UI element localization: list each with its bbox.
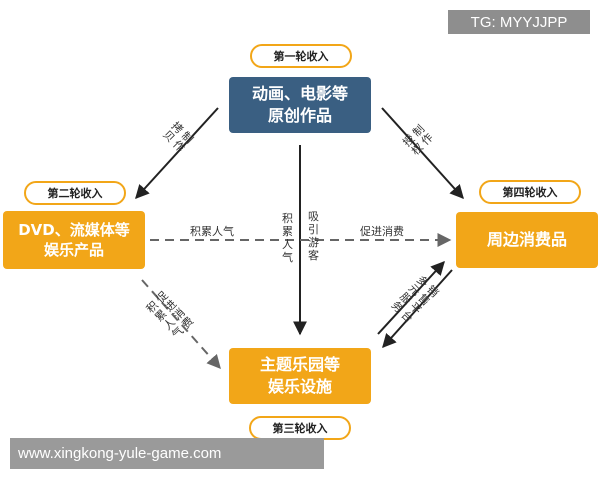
- node-theme-parks-line2: 娱乐设施: [267, 377, 332, 396]
- node-dvd-streaming-line1: DVD、流媒体等: [18, 220, 130, 239]
- node-theme-parks-line1: 主题乐园等: [259, 355, 340, 375]
- node-original-works-line1: 动画、电影等: [251, 84, 348, 104]
- footer-url-banner: www.xingkong-yule-game.com: [10, 438, 324, 469]
- edge-label-center-a: 积累人气: [282, 212, 293, 264]
- watermark-label: TG: MYYJJPP: [448, 10, 590, 34]
- arrow-top-to-left: [135, 107, 219, 200]
- round-4-pill: 第四轮收入: [479, 180, 581, 204]
- arrow-right-to-bottom: [382, 269, 453, 349]
- edge-label-center-b: 吸引游客: [308, 210, 319, 262]
- node-original-works-line2: 原创作品: [267, 106, 332, 125]
- round-2-pill: 第二轮收入: [24, 181, 126, 205]
- round-3-pill: 第三轮收入: [249, 416, 351, 440]
- node-original-works: 动画、电影等 原创作品: [229, 77, 371, 133]
- edge-label-left-to-right: 积累人气: [190, 225, 234, 238]
- node-dvd-streaming: DVD、流媒体等 娱乐产品: [3, 211, 145, 269]
- node-dvd-streaming-line2: 娱乐产品: [43, 241, 104, 259]
- node-merchandise-line1: 周边消费品: [486, 230, 567, 250]
- round-1-pill: 第一轮收入: [250, 44, 352, 68]
- arrow-bottom-to-right: [377, 260, 445, 335]
- node-merchandise: 周边消费品: [456, 212, 598, 268]
- arrow-left-to-bottom-dashed: [141, 279, 221, 370]
- node-theme-parks: 主题乐园等 娱乐设施: [229, 348, 371, 404]
- edge-label-right-dashed: 促进消费: [360, 225, 404, 238]
- arrow-top-to-right: [381, 107, 464, 200]
